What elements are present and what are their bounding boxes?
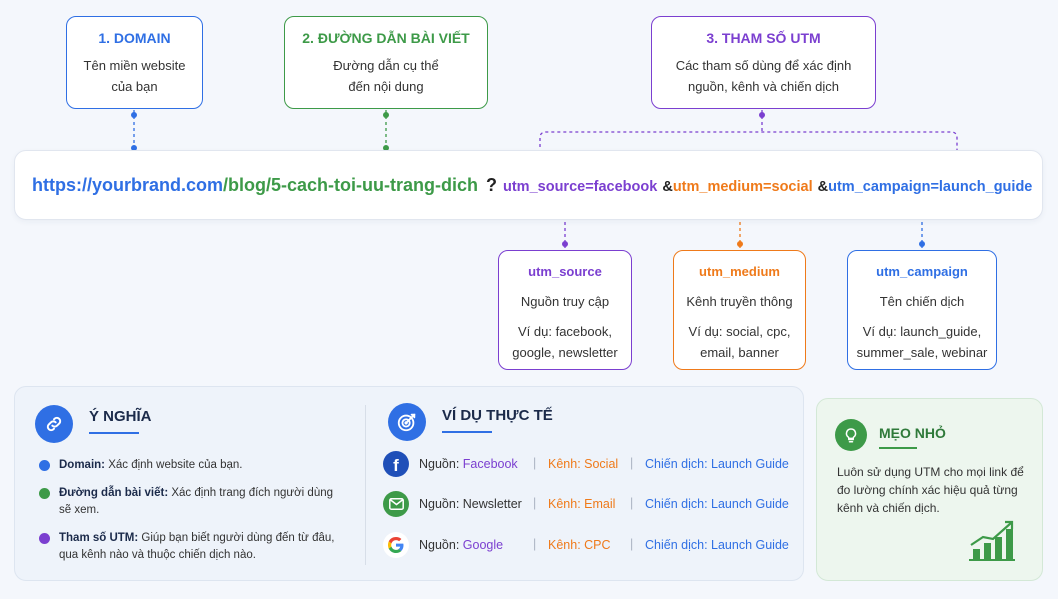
utm-campaign-title: utm_campaign	[876, 264, 968, 279]
meaning-underline	[89, 432, 139, 434]
google-icon	[383, 532, 409, 558]
url-ampersand: &	[662, 179, 673, 195]
source-prefix: Nguồn:	[419, 457, 463, 471]
row-separator: |	[533, 456, 537, 470]
facebook-icon: f	[383, 451, 409, 477]
example-row-google: Nguồn: Google | Kênh: CPC | Chiến dịch: …	[383, 532, 803, 558]
example-campaign: Chiến dịch: Launch Guide	[645, 497, 789, 511]
utm-box: 3. THAM SỐ UTM Các tham số dùng để xác đ…	[651, 16, 876, 109]
domain-box-line1: Tên miền website	[83, 58, 186, 73]
utm-campaign-example-line2: summer_sale, webinar	[856, 345, 988, 360]
utm-source-example-line1: Ví dụ: facebook,	[518, 324, 612, 339]
utm-medium-title: utm_medium	[699, 264, 780, 279]
purple-dot	[39, 533, 50, 544]
example-channel: Kênh: Social	[548, 457, 619, 471]
source-prefix: Nguồn:	[419, 497, 463, 511]
utm-box-line1: Các tham số dùng để xác định	[675, 58, 852, 73]
meaning-title: Ý NGHĨA	[89, 408, 152, 425]
tip-panel: MẸO NHỎ Luôn sử dụng UTM cho mọi link để…	[816, 398, 1043, 581]
source-value: Newsletter	[462, 497, 522, 511]
example-row-facebook: f Nguồn: Facebook | Kênh: Social | Chiến…	[383, 451, 803, 477]
example-channel: Kênh: Email	[548, 497, 616, 511]
tip-title: MẸO NHỎ	[879, 425, 946, 441]
examples-title: VÍ DỤ THỰC TẾ	[442, 407, 553, 424]
url-text: https://yourbrand.com/blog/5-cach-toi-uu…	[32, 175, 1032, 196]
path-box-desc: Đường dẫn cụ thể đến nội dung	[285, 55, 487, 97]
source-value: Google	[462, 538, 504, 552]
row-separator: |	[630, 496, 634, 510]
growth-chart-icon	[969, 520, 1015, 561]
url-path: /blog/5-cach-toi-uu-trang-dich	[223, 175, 478, 195]
example-source: Nguồn: Google	[419, 538, 503, 552]
example-source: Nguồn: Facebook	[419, 457, 518, 471]
meaning-item-path: Đường dẫn bài viết: Xác định trang đích …	[39, 485, 339, 519]
example-row-newsletter: Nguồn: Newsletter | Kênh: Email | Chiến …	[383, 491, 803, 517]
path-box-line2: đến nội dung	[348, 79, 424, 94]
meaning-item-text: Giúp bạn biết người dùng đến từ đâu, qua…	[59, 532, 335, 561]
url-utm-source: utm_source=facebook	[503, 179, 658, 195]
utm-campaign-example: Ví dụ: launch_guide, summer_sale, webina…	[848, 321, 996, 363]
row-separator: |	[630, 456, 634, 470]
domain-box-desc: Tên miền website của bạn	[67, 55, 202, 97]
path-box-title: 2. ĐƯỜNG DẪN BÀI VIẾT	[302, 30, 470, 46]
row-separator: |	[533, 496, 537, 510]
meaning-item-label: Domain:	[59, 459, 105, 471]
section-divider	[365, 405, 366, 565]
email-icon	[383, 491, 409, 517]
example-source: Nguồn: Newsletter	[419, 497, 522, 511]
source-prefix: Nguồn:	[419, 538, 463, 552]
utm-medium-example-line1: Ví dụ: social, cpc,	[688, 324, 791, 339]
utm-box-title: 3. THAM SỐ UTM	[706, 30, 821, 46]
lightbulb-icon	[835, 419, 867, 451]
domain-box-line2: của bạn	[111, 79, 158, 94]
target-icon	[388, 403, 426, 441]
url-ampersand: &	[817, 179, 829, 195]
utm-source-title: utm_source	[528, 264, 602, 279]
example-campaign: Chiến dịch: Launch Guide	[645, 457, 789, 471]
utm-source-example: Ví dụ: facebook, google, newsletter	[499, 321, 631, 363]
meaning-item-label: Đường dẫn bài viết:	[59, 487, 169, 499]
url-question-mark: ?	[486, 175, 497, 195]
link-icon	[35, 405, 73, 443]
utm-medium-box: utm_medium Kênh truyền thông Ví dụ: soci…	[673, 250, 806, 370]
utm-source-box: utm_source Nguồn truy cập Ví dụ: faceboo…	[498, 250, 632, 370]
meaning-item-text: Xác định website của bạn.	[105, 459, 243, 471]
example-channel: Kênh: CPC	[548, 538, 611, 552]
info-panel: Ý NGHĨA Domain: Xác định website của bạn…	[14, 386, 804, 581]
path-box-line1: Đường dẫn cụ thể	[333, 58, 439, 73]
utm-source-desc: Nguồn truy cập	[520, 294, 610, 309]
source-value: Facebook	[462, 457, 518, 471]
utm-medium-desc: Kênh truyền thông	[686, 294, 793, 309]
green-dot	[39, 488, 50, 499]
path-box: 2. ĐƯỜNG DẪN BÀI VIẾT Đường dẫn cụ thể đ…	[284, 16, 488, 109]
utm-campaign-desc: Tên chiến dịch	[879, 294, 965, 309]
url-utm-campaign: utm_campaign=launch_guide	[828, 179, 1033, 195]
row-separator: |	[533, 537, 537, 551]
utm-box-line2: nguồn, kênh và chiến dịch	[687, 79, 840, 94]
domain-box-title: 1. DOMAIN	[98, 30, 171, 46]
url-domain: https://yourbrand.com	[32, 175, 224, 195]
utm-campaign-box: utm_campaign Tên chiến dịch Ví dụ: launc…	[847, 250, 997, 370]
meaning-item-utm: Tham số UTM: Giúp bạn biết người dùng đế…	[39, 530, 339, 564]
blue-dot	[39, 460, 50, 471]
utm-medium-example-line2: email, banner	[700, 345, 779, 360]
url-bar: https://yourbrand.com/blog/5-cach-toi-uu…	[14, 150, 1043, 220]
row-separator: |	[630, 537, 634, 551]
meaning-item-domain: Domain: Xác định website của bạn.	[39, 457, 339, 474]
domain-box: 1. DOMAIN Tên miền website của bạn	[66, 16, 203, 109]
utm-medium-example: Ví dụ: social, cpc, email, banner	[674, 321, 805, 363]
url-utm-medium: utm_medium=social	[672, 179, 813, 195]
meaning-item-label: Tham số UTM:	[59, 532, 139, 544]
utm-campaign-example-line1: Ví dụ: launch_guide,	[862, 324, 982, 339]
utm-source-example-line2: google, newsletter	[512, 345, 618, 360]
tip-text: Luôn sử dụng UTM cho mọi link để đo lườn…	[837, 465, 1024, 515]
examples-underline	[442, 431, 492, 433]
example-campaign: Chiến dịch: Launch Guide	[645, 538, 789, 552]
meaning-item-text: Xác định trang đích người dùng sẽ xem.	[59, 487, 334, 516]
utm-box-desc: Các tham số dùng để xác định nguồn, kênh…	[652, 55, 875, 97]
tip-underline	[879, 447, 917, 449]
